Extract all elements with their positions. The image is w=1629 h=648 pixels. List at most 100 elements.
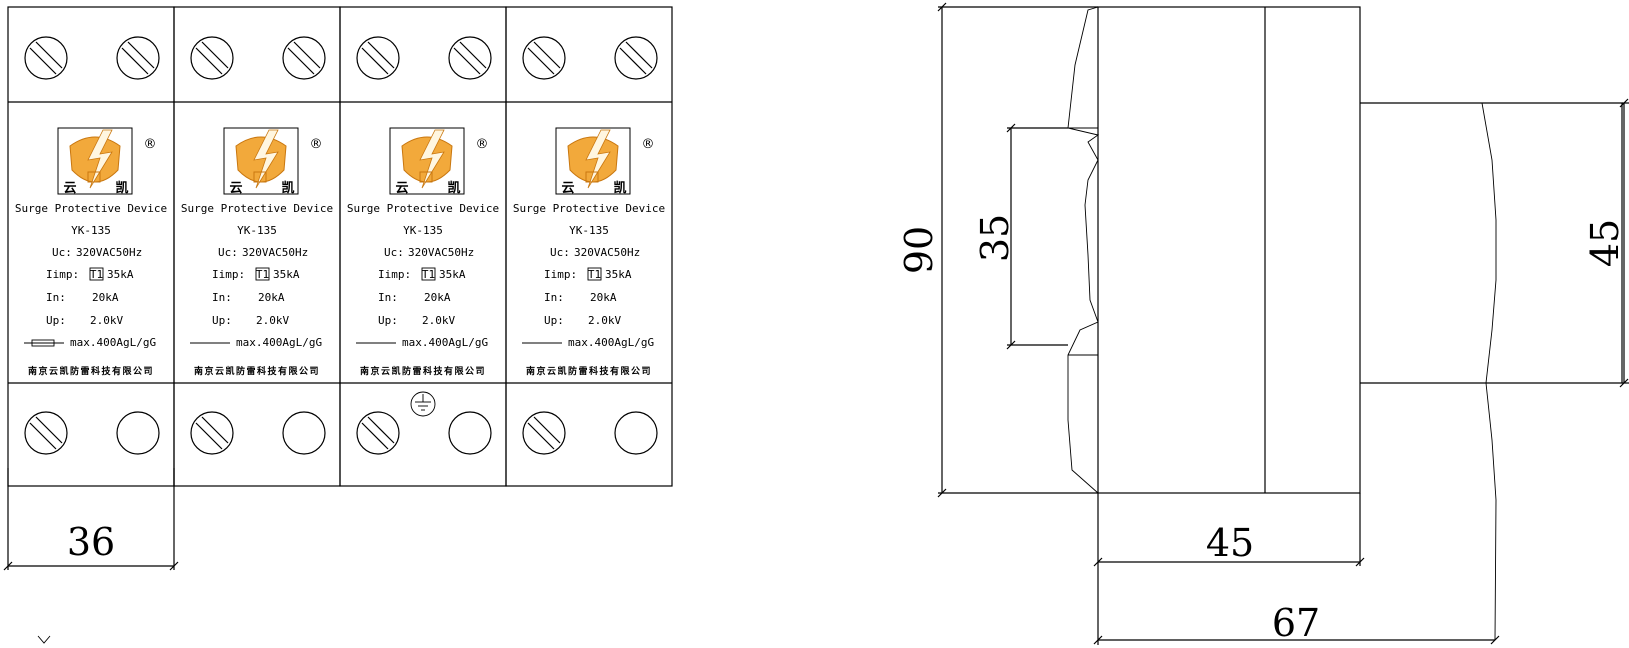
terminal-screw-icon[interactable] bbox=[190, 411, 234, 455]
imp-value: 35kA bbox=[439, 268, 466, 281]
in-value: 20kA bbox=[590, 291, 617, 304]
device-model: YK-135 bbox=[71, 224, 111, 237]
in-value: 20kA bbox=[92, 291, 119, 304]
dim-front-height: 45 bbox=[1583, 219, 1627, 267]
ground-symbol-icon bbox=[410, 391, 436, 417]
terminal-screw-icon[interactable] bbox=[356, 411, 400, 455]
company-name: 南京云凯防雷科技有限公司 bbox=[526, 365, 652, 377]
dim-module-width: 36 bbox=[67, 520, 115, 564]
logo-text-left: 云 bbox=[561, 181, 574, 196]
in-label: In: bbox=[378, 291, 398, 304]
imp-label: Iimp: bbox=[378, 268, 411, 281]
dim-rail-slot: 35 bbox=[973, 214, 1017, 262]
terminal-screw-icon[interactable] bbox=[448, 411, 492, 455]
terminal-screw-icon[interactable] bbox=[24, 411, 68, 455]
side-rear-profile bbox=[1481, 102, 1497, 641]
up-value: 2.0kV bbox=[256, 314, 289, 327]
terminal-screw-icon[interactable] bbox=[190, 36, 234, 80]
up-value: 2.0kV bbox=[588, 314, 621, 327]
uc-label: Uc: bbox=[218, 246, 238, 259]
lightning-shield-logo-icon: 云凯 bbox=[389, 127, 465, 196]
fuse-value: max.400AgL/gG bbox=[402, 336, 488, 349]
imp-class: T1 bbox=[422, 268, 435, 281]
up-value: 2.0kV bbox=[422, 314, 455, 327]
device-model: YK-135 bbox=[569, 224, 609, 237]
stray-mark bbox=[37, 635, 51, 644]
terminal-screw-icon[interactable] bbox=[522, 411, 566, 455]
imp-value: 35kA bbox=[107, 268, 134, 281]
imp-label: Iimp: bbox=[544, 268, 577, 281]
uc-label: Uc: bbox=[52, 246, 72, 259]
uc-label: Uc: bbox=[550, 246, 570, 259]
terminal-screw-icon[interactable] bbox=[356, 36, 400, 80]
terminal-screw-icon[interactable] bbox=[614, 411, 658, 455]
uc-label: Uc: bbox=[384, 246, 404, 259]
uc-value: 320VAC50Hz bbox=[76, 246, 142, 259]
terminal-screw-icon[interactable] bbox=[116, 411, 160, 455]
terminal-screw-icon[interactable] bbox=[614, 36, 658, 80]
up-label: Up: bbox=[378, 314, 398, 327]
company-name: 南京云凯防雷科技有限公司 bbox=[28, 365, 154, 377]
terminal-screw-icon[interactable] bbox=[282, 36, 326, 80]
logo-text-right: 凯 bbox=[115, 180, 128, 196]
in-label: In: bbox=[46, 291, 66, 304]
company-name: 南京云凯防雷科技有限公司 bbox=[360, 365, 486, 377]
logo-text-left: 云 bbox=[63, 181, 76, 196]
uc-value: 320VAC50Hz bbox=[242, 246, 308, 259]
lightning-shield-logo-icon: 云凯 bbox=[555, 127, 631, 196]
uc-value: 320VAC50Hz bbox=[408, 246, 474, 259]
imp-class: T1 bbox=[256, 268, 269, 281]
logo-text-right: 凯 bbox=[281, 180, 294, 196]
uc-value: 320VAC50Hz bbox=[574, 246, 640, 259]
fuse-value: max.400AgL/gG bbox=[568, 336, 654, 349]
device-title: Surge Protective Device bbox=[15, 202, 167, 215]
up-label: Up: bbox=[212, 314, 232, 327]
fuse-symbol-icon bbox=[24, 339, 64, 347]
registered-mark: ® bbox=[144, 137, 157, 152]
side-body-front bbox=[1097, 6, 1361, 494]
lightning-shield-logo-icon: 云凯 bbox=[223, 127, 299, 196]
device-title: Surge Protective Device bbox=[347, 202, 499, 215]
registered-mark: ® bbox=[310, 137, 323, 152]
in-label: In: bbox=[544, 291, 564, 304]
up-value: 2.0kV bbox=[90, 314, 123, 327]
terminal-screw-icon[interactable] bbox=[24, 36, 68, 80]
dim-body-depth: 45 bbox=[1206, 521, 1254, 565]
fuse-value: max.400AgL/gG bbox=[70, 336, 156, 349]
terminal-screw-icon[interactable] bbox=[116, 36, 160, 80]
logo-text-left: 云 bbox=[229, 181, 242, 196]
dim-total-depth: 67 bbox=[1272, 601, 1320, 645]
dim-total-height: 90 bbox=[897, 226, 941, 274]
module-4: 云凯®Surge Protective DeviceYK-135Uc:320VA… bbox=[505, 6, 673, 487]
module-1: 云凯®Surge Protective DeviceYK-135Uc:320VA… bbox=[7, 6, 175, 487]
device-model: YK-135 bbox=[237, 224, 277, 237]
side-view: 90 35 45 45 67 bbox=[897, 2, 1629, 645]
device-title: Surge Protective Device bbox=[513, 202, 665, 215]
module-3: 云凯 ® Surge Protective DeviceYK-135Uc: 320VA… bbox=[339, 6, 507, 487]
registered-mark: ® bbox=[476, 137, 489, 152]
terminal-screw-icon[interactable] bbox=[448, 36, 492, 80]
module-width-dimension: 36 bbox=[3, 468, 179, 571]
front-view: 云凯®Surge Protective DeviceYK-135Uc:320VA… bbox=[7, 6, 673, 487]
imp-label: Iimp: bbox=[46, 268, 79, 281]
module-2: 云凯®Surge Protective DeviceYK-135Uc:320VA… bbox=[173, 6, 341, 487]
lightning-shield-logo-icon: 云凯 bbox=[57, 127, 133, 196]
device-title: Surge Protective Device bbox=[181, 202, 333, 215]
in-value: 20kA bbox=[424, 291, 451, 304]
imp-class: T1 bbox=[90, 268, 103, 281]
up-label: Up: bbox=[46, 314, 66, 327]
up-label: Up: bbox=[544, 314, 564, 327]
registered-mark: ® bbox=[642, 137, 655, 152]
logo-text-right: 凯 bbox=[447, 180, 460, 196]
side-body-rear bbox=[1360, 102, 1623, 384]
device-model: YK-135 bbox=[403, 224, 443, 237]
terminal-screw-icon[interactable] bbox=[522, 36, 566, 80]
imp-label: Iimp: bbox=[212, 268, 245, 281]
side-clip-profile bbox=[1067, 6, 1100, 494]
imp-value: 35kA bbox=[605, 268, 632, 281]
in-value: 20kA bbox=[258, 291, 285, 304]
terminal-screw-icon[interactable] bbox=[282, 411, 326, 455]
logo-text-right: 凯 bbox=[613, 180, 626, 196]
fuse-value: max.400AgL/gG bbox=[236, 336, 322, 349]
